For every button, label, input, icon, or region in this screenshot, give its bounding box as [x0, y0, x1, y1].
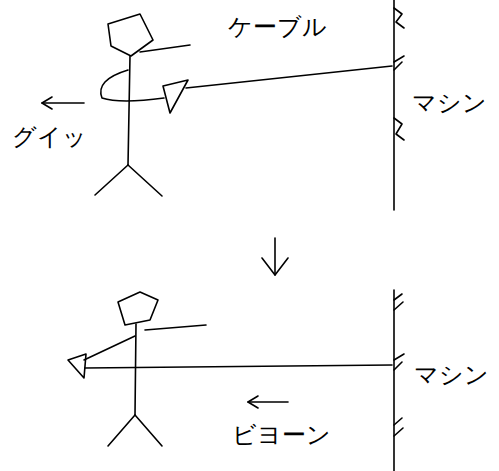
machine-label: マシン [414, 362, 489, 388]
machine [394, 0, 404, 210]
sound-effect: グイッ [12, 124, 87, 150]
sound-effect: ビヨーン [232, 422, 331, 448]
stick-figure-pulled [68, 292, 206, 446]
cable [85, 365, 392, 368]
arrow-down [262, 238, 288, 275]
cable-label: ケーブル [228, 14, 327, 40]
arrow-left [248, 396, 288, 408]
stick-figure-pulling [95, 14, 190, 196]
arrow-left [42, 97, 84, 109]
machine-label: マシン [412, 90, 487, 116]
cable [186, 66, 392, 88]
machine [394, 290, 404, 471]
